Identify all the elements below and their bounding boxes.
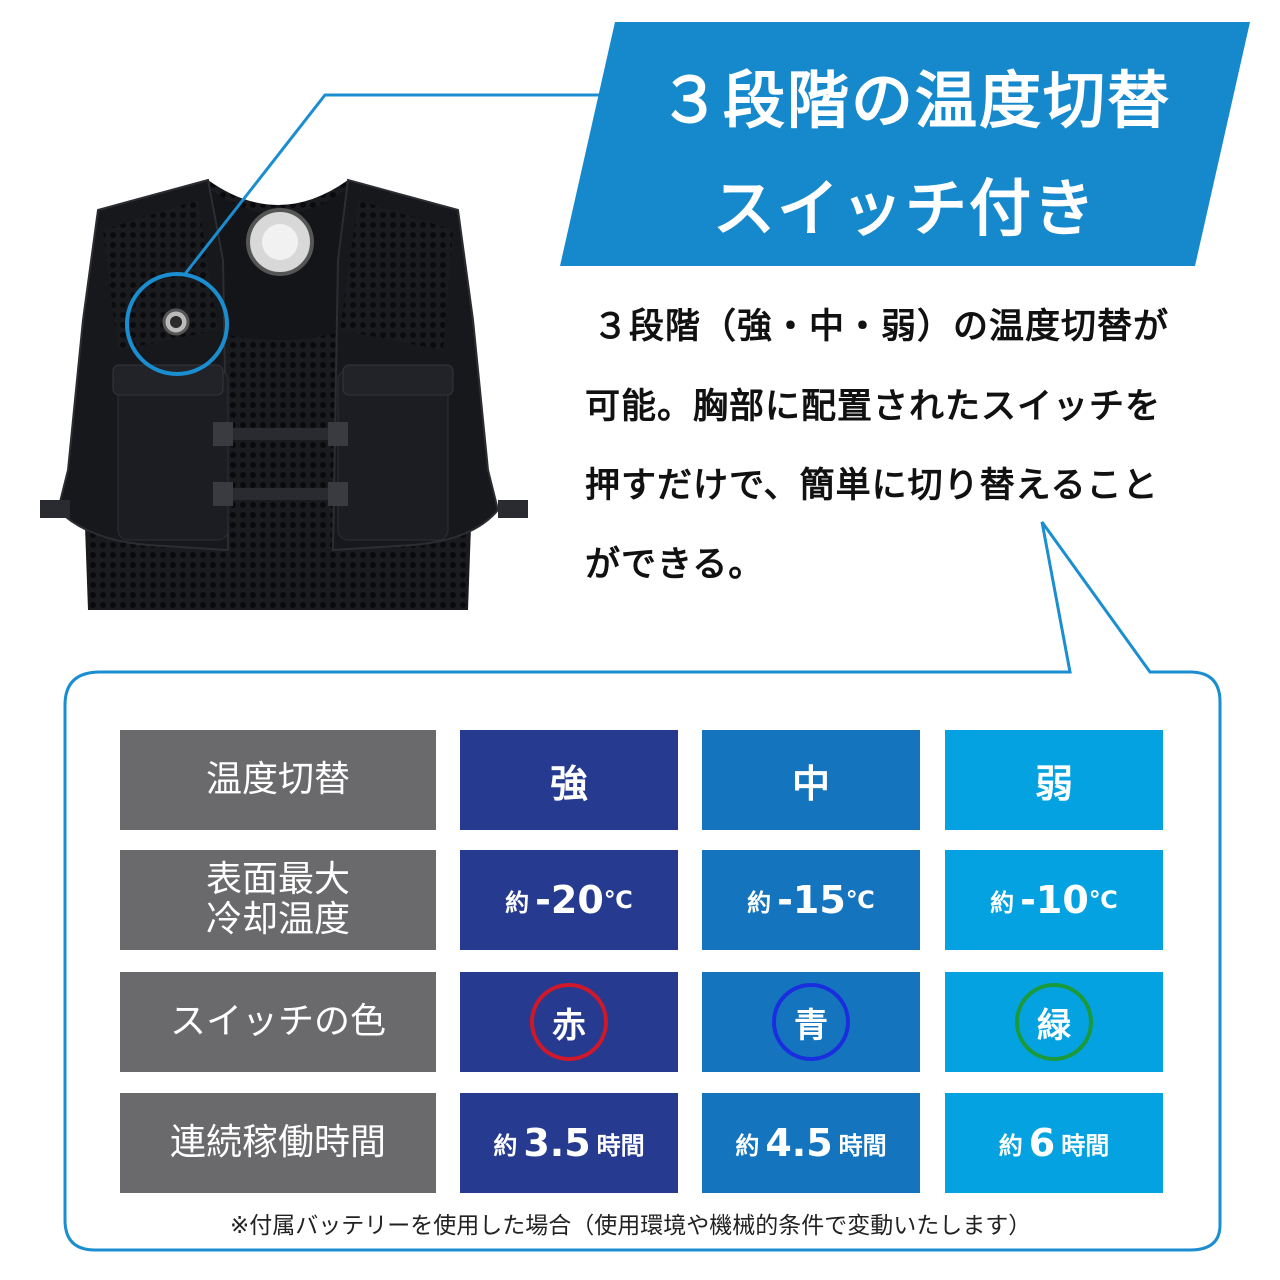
level-strong: 強 (460, 730, 678, 830)
runtime-unit: 時間 (1061, 1131, 1110, 1160)
temp-prefix: 約 (505, 888, 530, 917)
switch-color-label: 赤 (552, 1005, 586, 1046)
runtime-weak: 約 6 時間 (945, 1093, 1163, 1193)
switch-color-ring-red: 赤 (530, 983, 608, 1061)
level-label: 弱 (1034, 761, 1073, 806)
row-header-temperature-switch: 温度切替 (120, 730, 436, 830)
runtime-value: 6 (1028, 1121, 1056, 1165)
headline-banner (560, 22, 1250, 266)
temp-unit: ℃ (603, 886, 633, 914)
switch-color-medium: 青 (702, 972, 920, 1072)
description-line-4: ができる。 (585, 545, 765, 585)
row-header-runtime: 連続稼働時間 (120, 1093, 436, 1193)
temp-medium: 約 -15 ℃ (702, 850, 920, 950)
runtime-value: 3.5 (523, 1121, 591, 1165)
temp-unit: ℃ (1088, 886, 1118, 914)
runtime-medium: 約 4.5 時間 (702, 1093, 920, 1193)
row-header-switch-color: スイッチの色 (120, 972, 436, 1072)
temp-prefix: 約 (990, 888, 1015, 917)
runtime-unit: 時間 (838, 1131, 887, 1160)
row-header-label-line-1: 表面最大 (205, 859, 350, 900)
runtime-prefix: 約 (735, 1131, 760, 1160)
level-label: 強 (549, 761, 588, 806)
switch-color-weak: 緑 (945, 972, 1163, 1072)
switch-color-label: 青 (794, 1005, 828, 1046)
runtime-value: 4.5 (765, 1121, 833, 1165)
description-line-1: ３段階（強・中・弱）の温度切替が (593, 307, 1170, 347)
switch-color-label: 緑 (1037, 1005, 1071, 1046)
temp-value: -15 (777, 878, 846, 922)
runtime-prefix: 約 (493, 1131, 518, 1160)
row-header-label: 連続稼働時間 (169, 1122, 386, 1163)
switch-color-ring-green: 緑 (1015, 983, 1093, 1061)
row-header-max-cooling-temp: 表面最大 冷却温度 (120, 850, 436, 950)
description-line-3: 押すだけで、簡単に切り替えること (585, 466, 1159, 506)
level-medium: 中 (702, 730, 920, 830)
level-weak: 弱 (945, 730, 1163, 830)
headline-line-1: ３段階の温度切替 (658, 64, 1171, 137)
temp-value: -10 (1020, 878, 1089, 922)
temp-value: -20 (535, 878, 604, 922)
headline-line-2: スイッチ付き (712, 172, 1097, 245)
description-line-2: 可能。胸部に配置されたスイッチを (585, 387, 1162, 427)
switch-color-strong: 赤 (460, 972, 678, 1072)
runtime-strong: 約 3.5 時間 (460, 1093, 678, 1193)
temp-prefix: 約 (747, 888, 772, 917)
runtime-unit: 時間 (596, 1131, 645, 1160)
level-label: 中 (791, 761, 830, 806)
runtime-prefix: 約 (998, 1131, 1023, 1160)
temp-weak: 約 -10 ℃ (945, 850, 1163, 950)
row-header-label: 温度切替 (205, 759, 350, 800)
row-header-label-line-2: 冷却温度 (205, 899, 350, 940)
row-header-label: スイッチの色 (169, 1001, 386, 1042)
temp-unit: ℃ (845, 886, 875, 914)
switch-color-ring-blue: 青 (772, 983, 850, 1061)
temp-strong: 約 -20 ℃ (460, 850, 678, 950)
footnote: ※付属バッテリーを使用した場合（使用環境や機械的条件で変動いたします） (230, 1213, 1032, 1239)
